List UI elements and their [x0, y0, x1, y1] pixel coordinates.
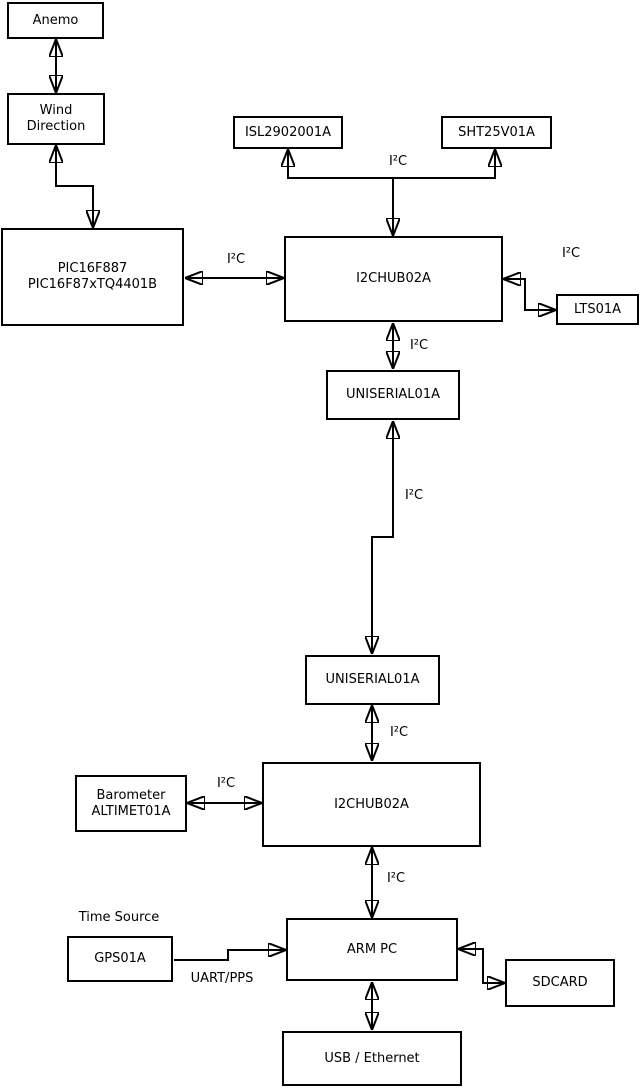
- node-uniserial01a-top: UNISERIAL01A: [326, 370, 460, 420]
- i2c-bus-label-top: I²C: [388, 154, 408, 169]
- node-usb-ethernet: USB / Ethernet: [282, 1031, 462, 1086]
- node-pic16f887-label-line1: PIC16F887: [57, 261, 128, 276]
- edge-gps-armpc: [174, 950, 285, 961]
- i2c-bus-label-hub2-armpc: I²C: [386, 871, 406, 886]
- node-wind-direction-label-line1: Wind: [39, 103, 73, 118]
- node-uniserial01a-bottom: UNISERIAL01A: [305, 655, 440, 705]
- i2c-bus-label-uniserial1-uniserial2: I²C: [404, 488, 424, 503]
- i2c-bus-label-pic-hub1: I²C: [226, 252, 246, 267]
- node-sht25v01a-label: SHT25V01A: [458, 124, 535, 140]
- node-sht25v01a: SHT25V01A: [441, 116, 552, 149]
- node-barometer-label-line1: Barometer: [96, 787, 166, 803]
- i2c-bus-label-hub1-uniserial1: I²C: [409, 338, 429, 353]
- node-i2chub02a-bottom-label: I2CHUB02A: [334, 796, 409, 812]
- node-gps01a-label: GPS01A: [94, 951, 146, 966]
- node-i2chub02a-top-label: I2CHUB02A: [356, 271, 431, 286]
- node-gps01a: GPS01A: [67, 936, 173, 982]
- node-barometer: Barometer ALTIMET01A: [75, 775, 187, 832]
- uart-pps-label: UART/PPS: [190, 971, 254, 986]
- node-pic16f887-label-line2: PIC16F87xTQ4401B: [27, 277, 158, 292]
- node-i2chub02a-top: I2CHUB02A: [284, 236, 503, 322]
- node-wind-direction-label-line2: Direction: [26, 119, 86, 134]
- node-barometer-label-line2: ALTIMET01A: [91, 803, 171, 819]
- time-source-label: Time Source: [78, 910, 160, 925]
- node-lts01a: LTS01A: [556, 294, 639, 325]
- node-isl2902001a: ISL2902001A: [233, 116, 343, 149]
- node-usb-ethernet-label: USB / Ethernet: [324, 1050, 420, 1066]
- node-arm-pc: ARM PC: [286, 918, 458, 981]
- node-i2chub02a-bottom: I2CHUB02A: [262, 762, 481, 847]
- edge-uniserial1-uniserial2: [372, 422, 393, 653]
- node-uniserial01a-top-label: UNISERIAL01A: [346, 387, 440, 402]
- i2c-bus-label-hub1-lts: I²C: [561, 246, 581, 261]
- i2c-bus-label-uniserial2-hub2: I²C: [389, 725, 409, 740]
- node-arm-pc-label: ARM PC: [346, 941, 398, 957]
- node-lts01a-label: LTS01A: [573, 301, 622, 317]
- node-uniserial01a-bottom-label: UNISERIAL01A: [325, 672, 420, 687]
- edge-hub1-lts: [504, 279, 555, 310]
- node-sdcard: SDCARD: [505, 959, 615, 1007]
- node-sdcard-label: SDCARD: [532, 975, 588, 990]
- node-anemo: Anemo: [7, 2, 104, 39]
- edge-wind-pic: [56, 146, 93, 227]
- node-anemo-label: Anemo: [32, 12, 79, 28]
- node-isl2902001a-label: ISL2902001A: [244, 124, 332, 140]
- edge-hub1-isl-sht-bus: [288, 150, 495, 179]
- i2c-bus-label-barometer-hub2: I²C: [216, 776, 236, 791]
- node-pic16f887: PIC16F887 PIC16F87xTQ4401B: [1, 228, 184, 326]
- edge-armpc-sdcard: [459, 949, 504, 983]
- node-wind-direction: Wind Direction: [7, 93, 105, 145]
